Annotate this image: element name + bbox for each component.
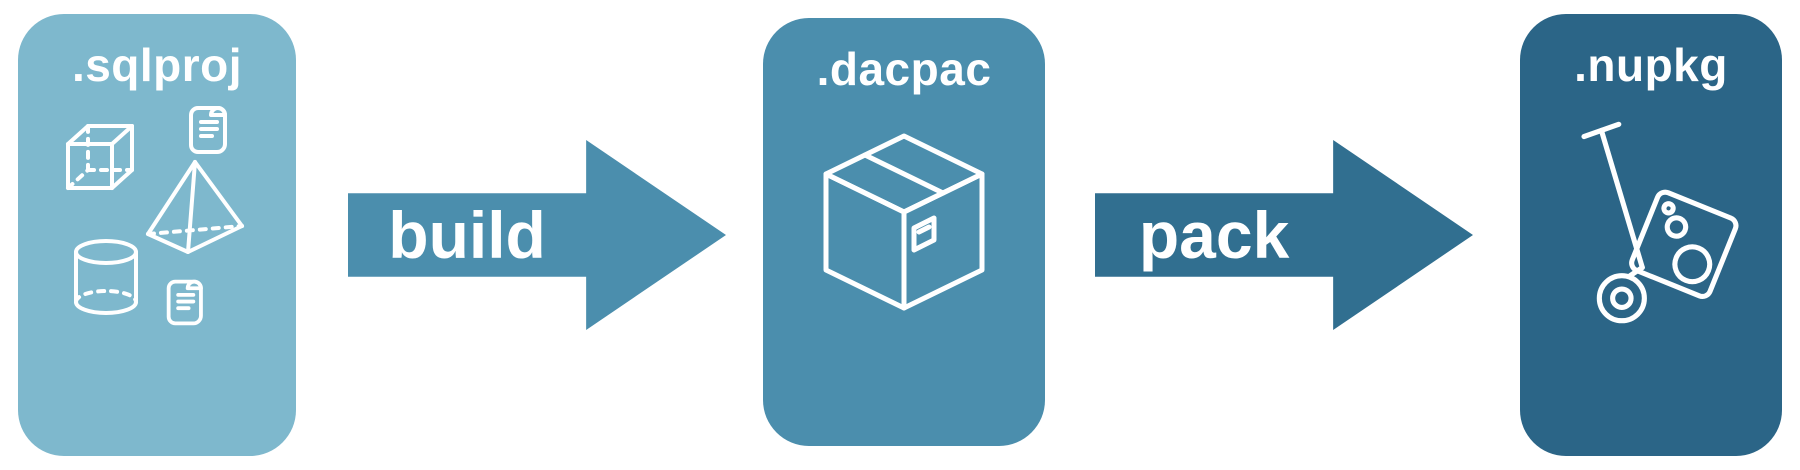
scroll-icon <box>189 106 227 154</box>
node-dacpac: .dacpac <box>763 18 1045 446</box>
hand-truck-icon <box>1581 121 1739 324</box>
dacpac-label: .dacpac <box>816 43 992 95</box>
package-box-icon <box>823 133 985 311</box>
box-label-icon <box>911 215 937 253</box>
nupkg-label: .nupkg <box>1574 39 1728 91</box>
hand-truck-frame-icon <box>1581 121 1647 324</box>
sqlproj-label: .sqlproj <box>71 39 243 91</box>
cylinder-icon <box>74 239 138 315</box>
pack-arrow-label: pack <box>1138 198 1290 272</box>
node-sqlproj: .sqlproj <box>18 14 296 456</box>
sql-objects-illustration <box>66 106 244 326</box>
cube-icon <box>66 124 134 190</box>
build-arrow-label: build <box>388 198 546 272</box>
pack-arrow: pack <box>1095 140 1473 330</box>
node-nupkg: .nupkg <box>1520 14 1782 456</box>
nuget-package-icon <box>1629 189 1739 300</box>
scroll-icon <box>166 279 203 326</box>
build-arrow: build <box>348 140 726 330</box>
pyramid-icon <box>146 160 244 254</box>
